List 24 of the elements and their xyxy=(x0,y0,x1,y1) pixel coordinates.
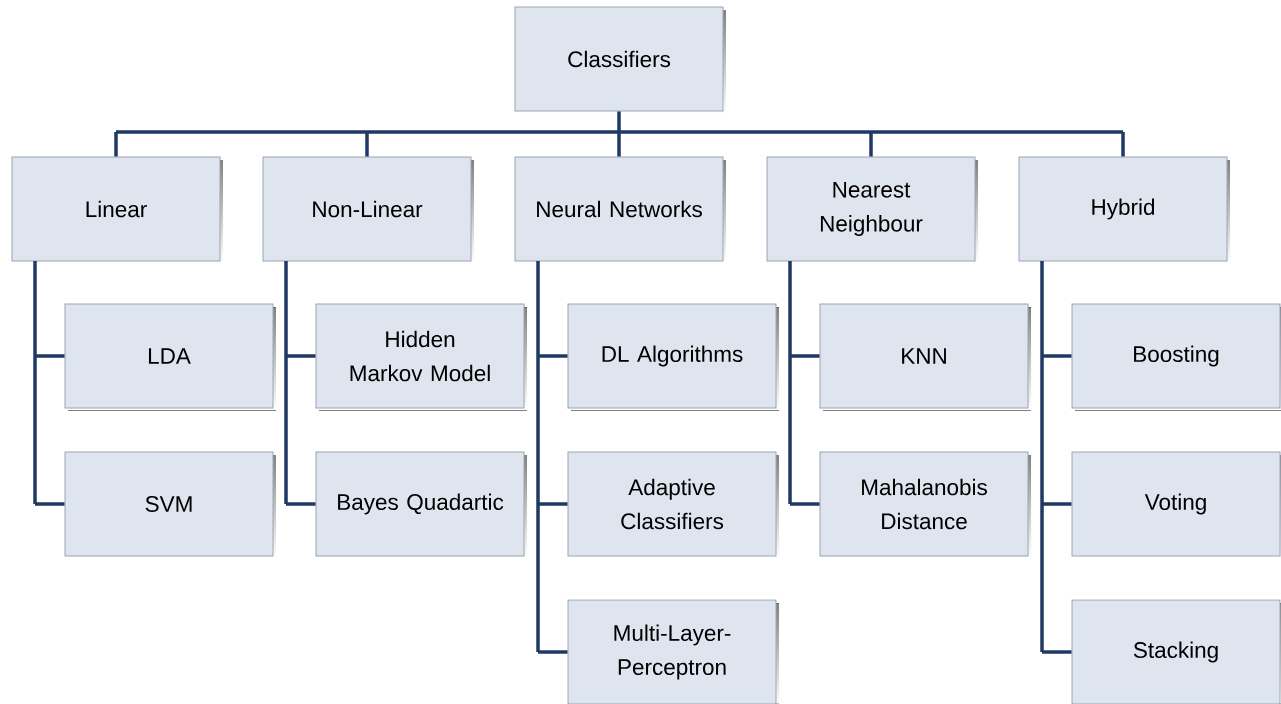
connector xyxy=(1040,261,1072,654)
category-box: Non-Linear xyxy=(262,156,474,264)
method-box: DL Algorithms xyxy=(567,303,779,411)
connector xyxy=(284,261,316,506)
connector xyxy=(33,261,65,506)
method-box: Multi-Layer-Perceptron xyxy=(567,599,779,704)
category-box: Linear xyxy=(11,156,223,264)
method-box: Boosting xyxy=(1071,303,1281,411)
method-box: Bayes Quadartic xyxy=(315,451,527,559)
connector xyxy=(536,261,568,654)
method-box: Hidden Markov Model xyxy=(315,303,527,411)
category-box: Nearest Neighbour xyxy=(766,156,978,264)
category-box: Neural Networks xyxy=(514,156,726,264)
method-box: KNN xyxy=(819,303,1031,411)
connector xyxy=(788,261,820,506)
connector xyxy=(114,109,1125,157)
method-box: Stacking xyxy=(1071,599,1281,704)
method-box: LDA xyxy=(64,303,276,411)
method-box: SVM xyxy=(64,451,276,559)
method-box: Mahalanobis Distance xyxy=(819,451,1031,559)
method-box: Voting xyxy=(1071,451,1281,559)
root-box: Classifiers xyxy=(514,6,726,114)
category-box: Hybrid xyxy=(1018,156,1230,264)
method-box: Adaptive Classifiers xyxy=(567,451,779,559)
